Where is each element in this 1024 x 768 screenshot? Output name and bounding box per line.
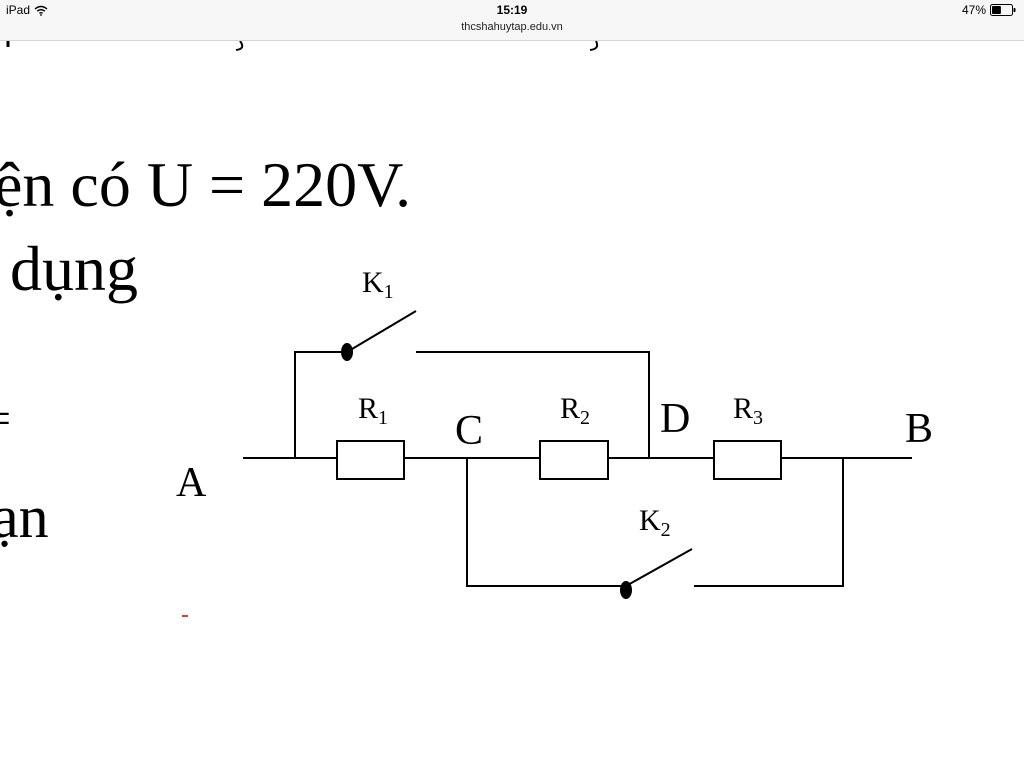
battery-percent: 47%	[961, 3, 986, 17]
node-label-c: C	[455, 408, 483, 454]
resistor-label-r3-letter: R	[733, 392, 753, 425]
resistor-r3	[713, 440, 782, 480]
resistor-label-r1-sub: 1	[378, 407, 388, 429]
clock: 15:19	[496, 3, 528, 17]
switch-label-k2: K2	[639, 504, 671, 541]
wire-k2-left	[466, 458, 626, 587]
switch-label-k1-letter: K	[362, 266, 384, 299]
wire-k1-left	[294, 351, 347, 458]
resistor-label-r1-letter: R	[358, 392, 378, 425]
battery-icon	[990, 4, 1016, 16]
device-name: iPad	[6, 3, 31, 17]
node-label-a: A	[176, 460, 207, 506]
status-bar: iPad 15:19 47% thcshahuytap.ed	[0, 0, 1024, 41]
resistor-label-r3-sub: 3	[753, 407, 763, 429]
node-label-d: D	[660, 396, 690, 442]
switch-k1-pivot	[341, 343, 353, 361]
lesson-line-voltage: ện có U = 220V.	[0, 149, 412, 220]
lesson-line-usage: dụng	[10, 233, 138, 304]
switch-k2-blade	[625, 548, 693, 587]
resistor-label-r2: R2	[560, 392, 590, 429]
resistor-r2	[539, 440, 609, 480]
lesson-line-equals: =	[0, 397, 11, 441]
address-url[interactable]: thcshahuytap.edu.vn	[461, 21, 563, 33]
switch-label-k1: K1	[362, 266, 394, 303]
battery-indicator: 47%	[962, 3, 1016, 17]
resistor-r1	[336, 440, 405, 480]
node-label-b: B	[905, 406, 933, 452]
switch-k2-pivot	[620, 581, 632, 599]
resistor-label-r3: R3	[733, 392, 763, 429]
lesson-line-segment: ạn	[0, 484, 49, 550]
cut-off-text-tails	[6, 41, 599, 51]
wire-k2-right	[694, 458, 844, 587]
page-content: ện có U = 220V. dụng = ạn	[0, 41, 1024, 768]
resistor-label-r1: R1	[358, 392, 388, 429]
wifi-icon	[34, 5, 48, 16]
switch-label-k2-sub: 2	[661, 519, 671, 541]
wire-k1-right	[416, 351, 650, 458]
switch-label-k2-letter: K	[639, 504, 661, 537]
switch-k1-blade	[346, 310, 417, 353]
switch-label-k1-sub: 1	[384, 281, 394, 303]
resistor-label-r2-sub: 2	[580, 407, 590, 429]
device-indicator: iPad	[6, 3, 48, 17]
resistor-label-r2-letter: R	[560, 392, 580, 425]
circuit-diagram: A B C D K1 K2 R1 R2 R3	[176, 266, 933, 617]
